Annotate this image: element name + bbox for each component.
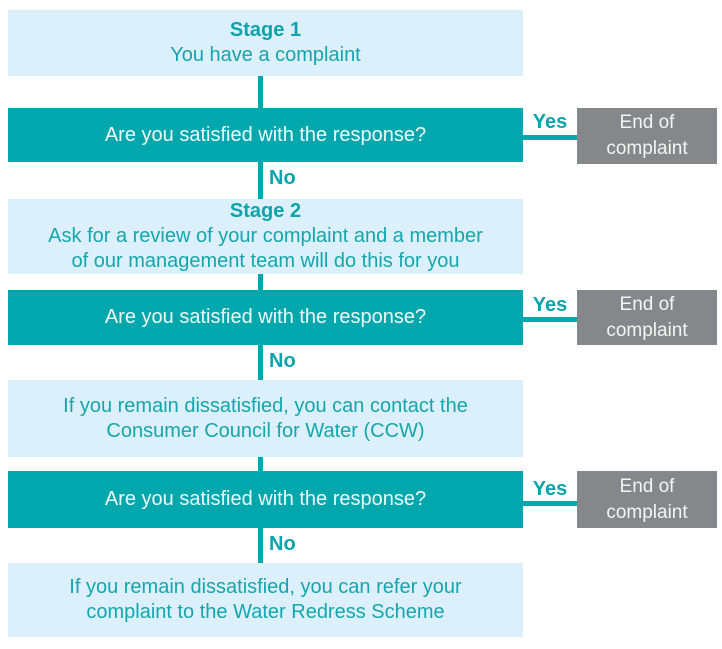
end-box-2: End of complaint	[577, 290, 717, 345]
question-box-2: Are you satisfied with the response?	[8, 290, 523, 345]
redress-text-line2: complaint to the Water Redress Scheme	[86, 601, 445, 623]
yes-label-3: Yes	[532, 478, 568, 500]
yes-connector-2	[523, 317, 577, 322]
end-box-1: End of complaint	[577, 108, 717, 164]
question-text-1: Are you satisfied with the response?	[104, 123, 427, 146]
stage1-box: Stage 1 You have a complaint	[8, 10, 523, 76]
end-box-3-line1: End of	[619, 475, 675, 497]
end-box-1-line2: complaint	[606, 138, 688, 159]
end-box-1-line1: End of	[619, 112, 675, 133]
ccw-box: If you remain dissatisfied, you can cont…	[8, 380, 523, 457]
question-box-1: Are you satisfied with the response?	[8, 108, 523, 162]
stage2-box: Stage 2 Ask for a review of your complai…	[8, 199, 523, 274]
connector-stage1-to-q1	[258, 76, 263, 108]
question-box-3: Are you satisfied with the response?	[8, 471, 523, 528]
stage1-text: You have a complaint	[170, 44, 361, 66]
connector-stage2-to-q2	[258, 274, 263, 290]
ccw-text-line2: Consumer Council for Water (CCW)	[106, 419, 425, 442]
connector-ccw-to-q3	[258, 457, 263, 471]
end-box-2-line1: End of	[619, 293, 675, 315]
question-text-2: Are you satisfied with the response?	[104, 306, 427, 328]
stage2-text-line2: of our management team will do this for …	[71, 250, 460, 272]
connector-q3-to-redress	[258, 528, 263, 563]
stage2-text-line1: Ask for a review of your complaint and a…	[48, 225, 483, 247]
no-label-3: No	[269, 533, 296, 555]
connector-q1-to-stage2	[258, 162, 263, 199]
end-box-2-line2: complaint	[606, 319, 688, 341]
question-text-3: Are you satisfied with the response?	[104, 488, 427, 510]
end-box-3-line2: complaint	[606, 501, 688, 523]
stage1-heading: Stage 1	[229, 19, 302, 41]
redress-text-line1: If you remain dissatisfied, you can refe…	[69, 576, 462, 598]
no-label-1: No	[269, 167, 296, 189]
no-label-2: No	[269, 350, 296, 372]
end-box-3: End of complaint	[577, 471, 717, 528]
yes-connector-3	[523, 501, 577, 506]
yes-connector-1	[523, 135, 577, 140]
connector-q2-to-ccw	[258, 345, 263, 380]
stage2-heading: Stage 2	[229, 200, 302, 222]
yes-label-2: Yes	[532, 294, 568, 316]
yes-label-1: Yes	[532, 111, 568, 133]
ccw-text-line1: If you remain dissatisfied, you can cont…	[63, 394, 468, 417]
redress-box: If you remain dissatisfied, you can refe…	[8, 563, 523, 637]
